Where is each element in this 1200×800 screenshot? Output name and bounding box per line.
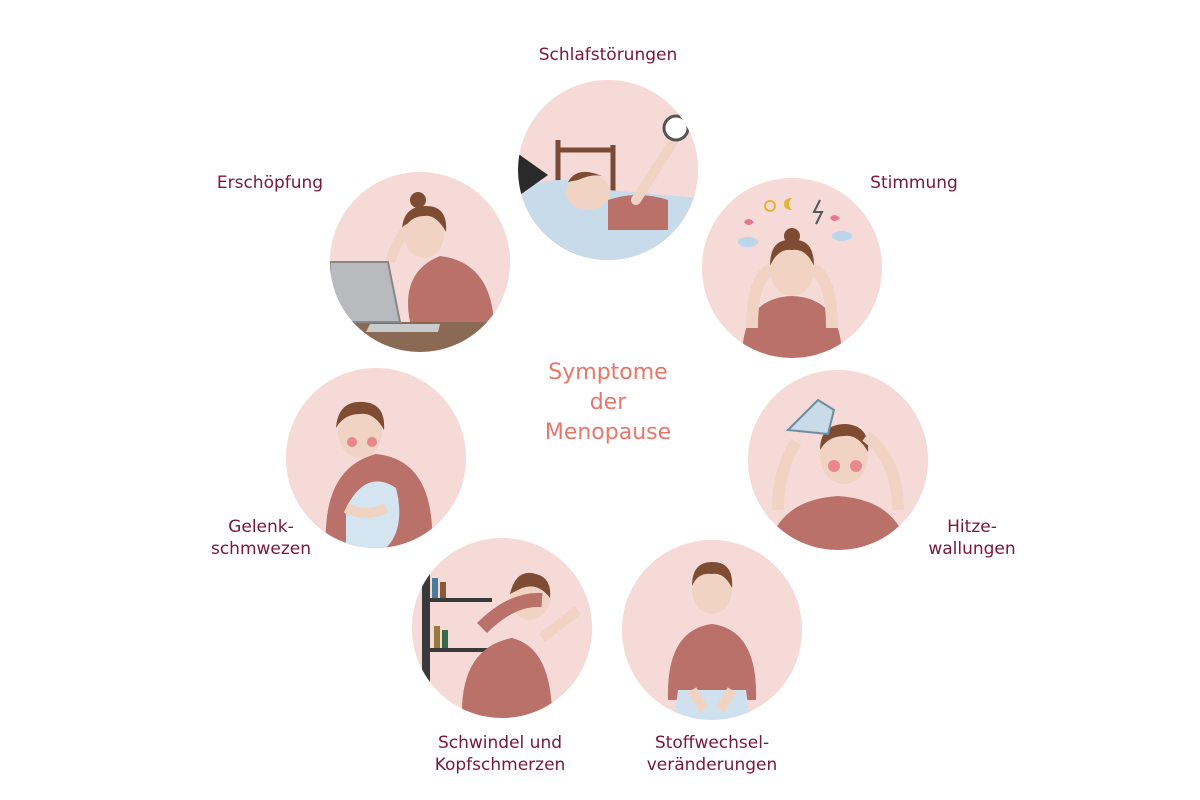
woman-holding-knee-icon [286,368,466,548]
label-mood: Stimmung [870,173,958,193]
title-line-1: Symptome [548,360,668,385]
label-hot-flashes: Hitze- wallungen [928,517,1016,559]
diagram-title: Symptome der Menopause [480,358,736,448]
circle-fatigue [330,172,510,352]
tired-woman-laptop-icon [330,172,510,352]
dizzy-woman-bookshelf-icon [412,538,592,718]
woman-with-fan-icon [748,370,928,550]
title-line-3: Menopause [544,420,672,445]
circle-joint-pain [286,368,466,548]
label-sleep: Schlafstörungen [538,45,678,65]
circle-metabolism [622,540,802,720]
circle-mood [702,178,882,358]
circle-dizziness [412,538,592,718]
woman-holding-head-weather-icon [702,178,882,358]
label-fatigue: Erschöpfung [216,173,324,193]
woman-tight-jeans-icon [622,540,802,720]
label-joint-pain: Gelenk- schmwezen [210,517,312,559]
label-metabolism: Stoffwechsel- veränderungen [646,733,778,775]
title-line-2: der [589,390,627,415]
circle-hot-flashes [748,370,928,550]
circle-sleep [518,80,698,260]
sleeping-woman-alarm-clock-icon [518,80,698,260]
label-dizziness: Schwindel und Kopfschmerzen [434,733,566,775]
